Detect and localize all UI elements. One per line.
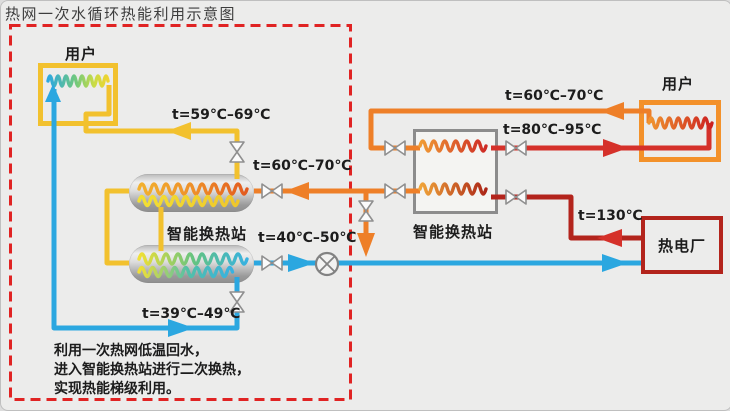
left-user-label: 用户 [65, 45, 98, 63]
right-user-supply-pipe [491, 123, 712, 151]
plant-label: 热电厂 [657, 236, 706, 255]
right-station-coil-1 [418, 139, 488, 153]
right-station-label: 智能换热站 [413, 223, 494, 241]
arrow-bypass-down-icon [357, 233, 375, 257]
arrow-left-user-supply-icon [167, 122, 191, 140]
valve-icon [384, 183, 406, 199]
temp-label-80-95: t=80℃–95℃ [503, 122, 602, 138]
arrow-plant-supply-icon [597, 229, 622, 247]
valve-icon [358, 200, 374, 222]
temp-label-59-69: t=59℃–69℃ [172, 107, 271, 123]
primary-loop-dashed-boundary [9, 24, 352, 401]
left-user-coil [46, 74, 110, 88]
valve-icon [505, 140, 527, 156]
arrow-primary-out-icon [288, 254, 315, 272]
right-user-label: 用户 [662, 75, 695, 93]
lower-cylinder-coil-2 [137, 265, 235, 279]
valve-icon [261, 183, 283, 199]
temp-label-60-70-left: t=60℃–70℃ [253, 158, 352, 174]
left-user-return-pipe [51, 89, 240, 331]
arrow-right-user-supply-icon [603, 139, 628, 157]
left-user-supply-pipe [83, 85, 240, 144]
note-line-3: 实现热能梯级利用。 [54, 381, 180, 397]
temp-label-130: t=130℃ [578, 208, 643, 224]
left-station-loop-pipe [104, 188, 129, 266]
right-user-coil [647, 116, 714, 130]
thermal-power-plant-box: 热电厂 [641, 216, 723, 274]
arrow-return-to-plant-icon [602, 254, 628, 272]
left-user-radiator-box [38, 63, 118, 126]
upper-cylinder-coil-1 [137, 182, 249, 196]
right-station-coil-2 [418, 182, 488, 196]
arrow-left-user-coil-icon [45, 84, 61, 102]
note-line-2: 进入智能换热站进行二次换热， [54, 362, 250, 378]
valve-icon [505, 189, 527, 205]
valve-icon [261, 255, 283, 271]
valve-icon [384, 140, 406, 156]
explanation-note: 利用一次热网低温回水， 进入智能换热站进行二次换热， 实现热能梯级利用。 [54, 342, 250, 399]
upper-cylinder-coil-2 [137, 194, 240, 208]
right-user-radiator-box [639, 100, 721, 162]
temp-label-39-49: t=39℃–49℃ [142, 306, 241, 322]
diagram-title: 热网一次水循环热能利用示意图 [5, 5, 237, 23]
arrow-right-user-return-icon [600, 102, 624, 120]
temp-label-40-50: t=40℃–50℃ [258, 230, 357, 246]
pump-icon [314, 251, 340, 277]
left-station-label: 智能换热站 [167, 225, 248, 243]
temp-label-60-70-right: t=60℃–70℃ [505, 88, 604, 104]
valve-icon [229, 141, 245, 163]
arrow-primary-in-icon [285, 182, 309, 200]
arrow-left-user-return-icon [168, 319, 194, 337]
note-line-1: 利用一次热网低温回水， [54, 343, 208, 359]
lower-cylinder-coil-1 [137, 252, 249, 266]
